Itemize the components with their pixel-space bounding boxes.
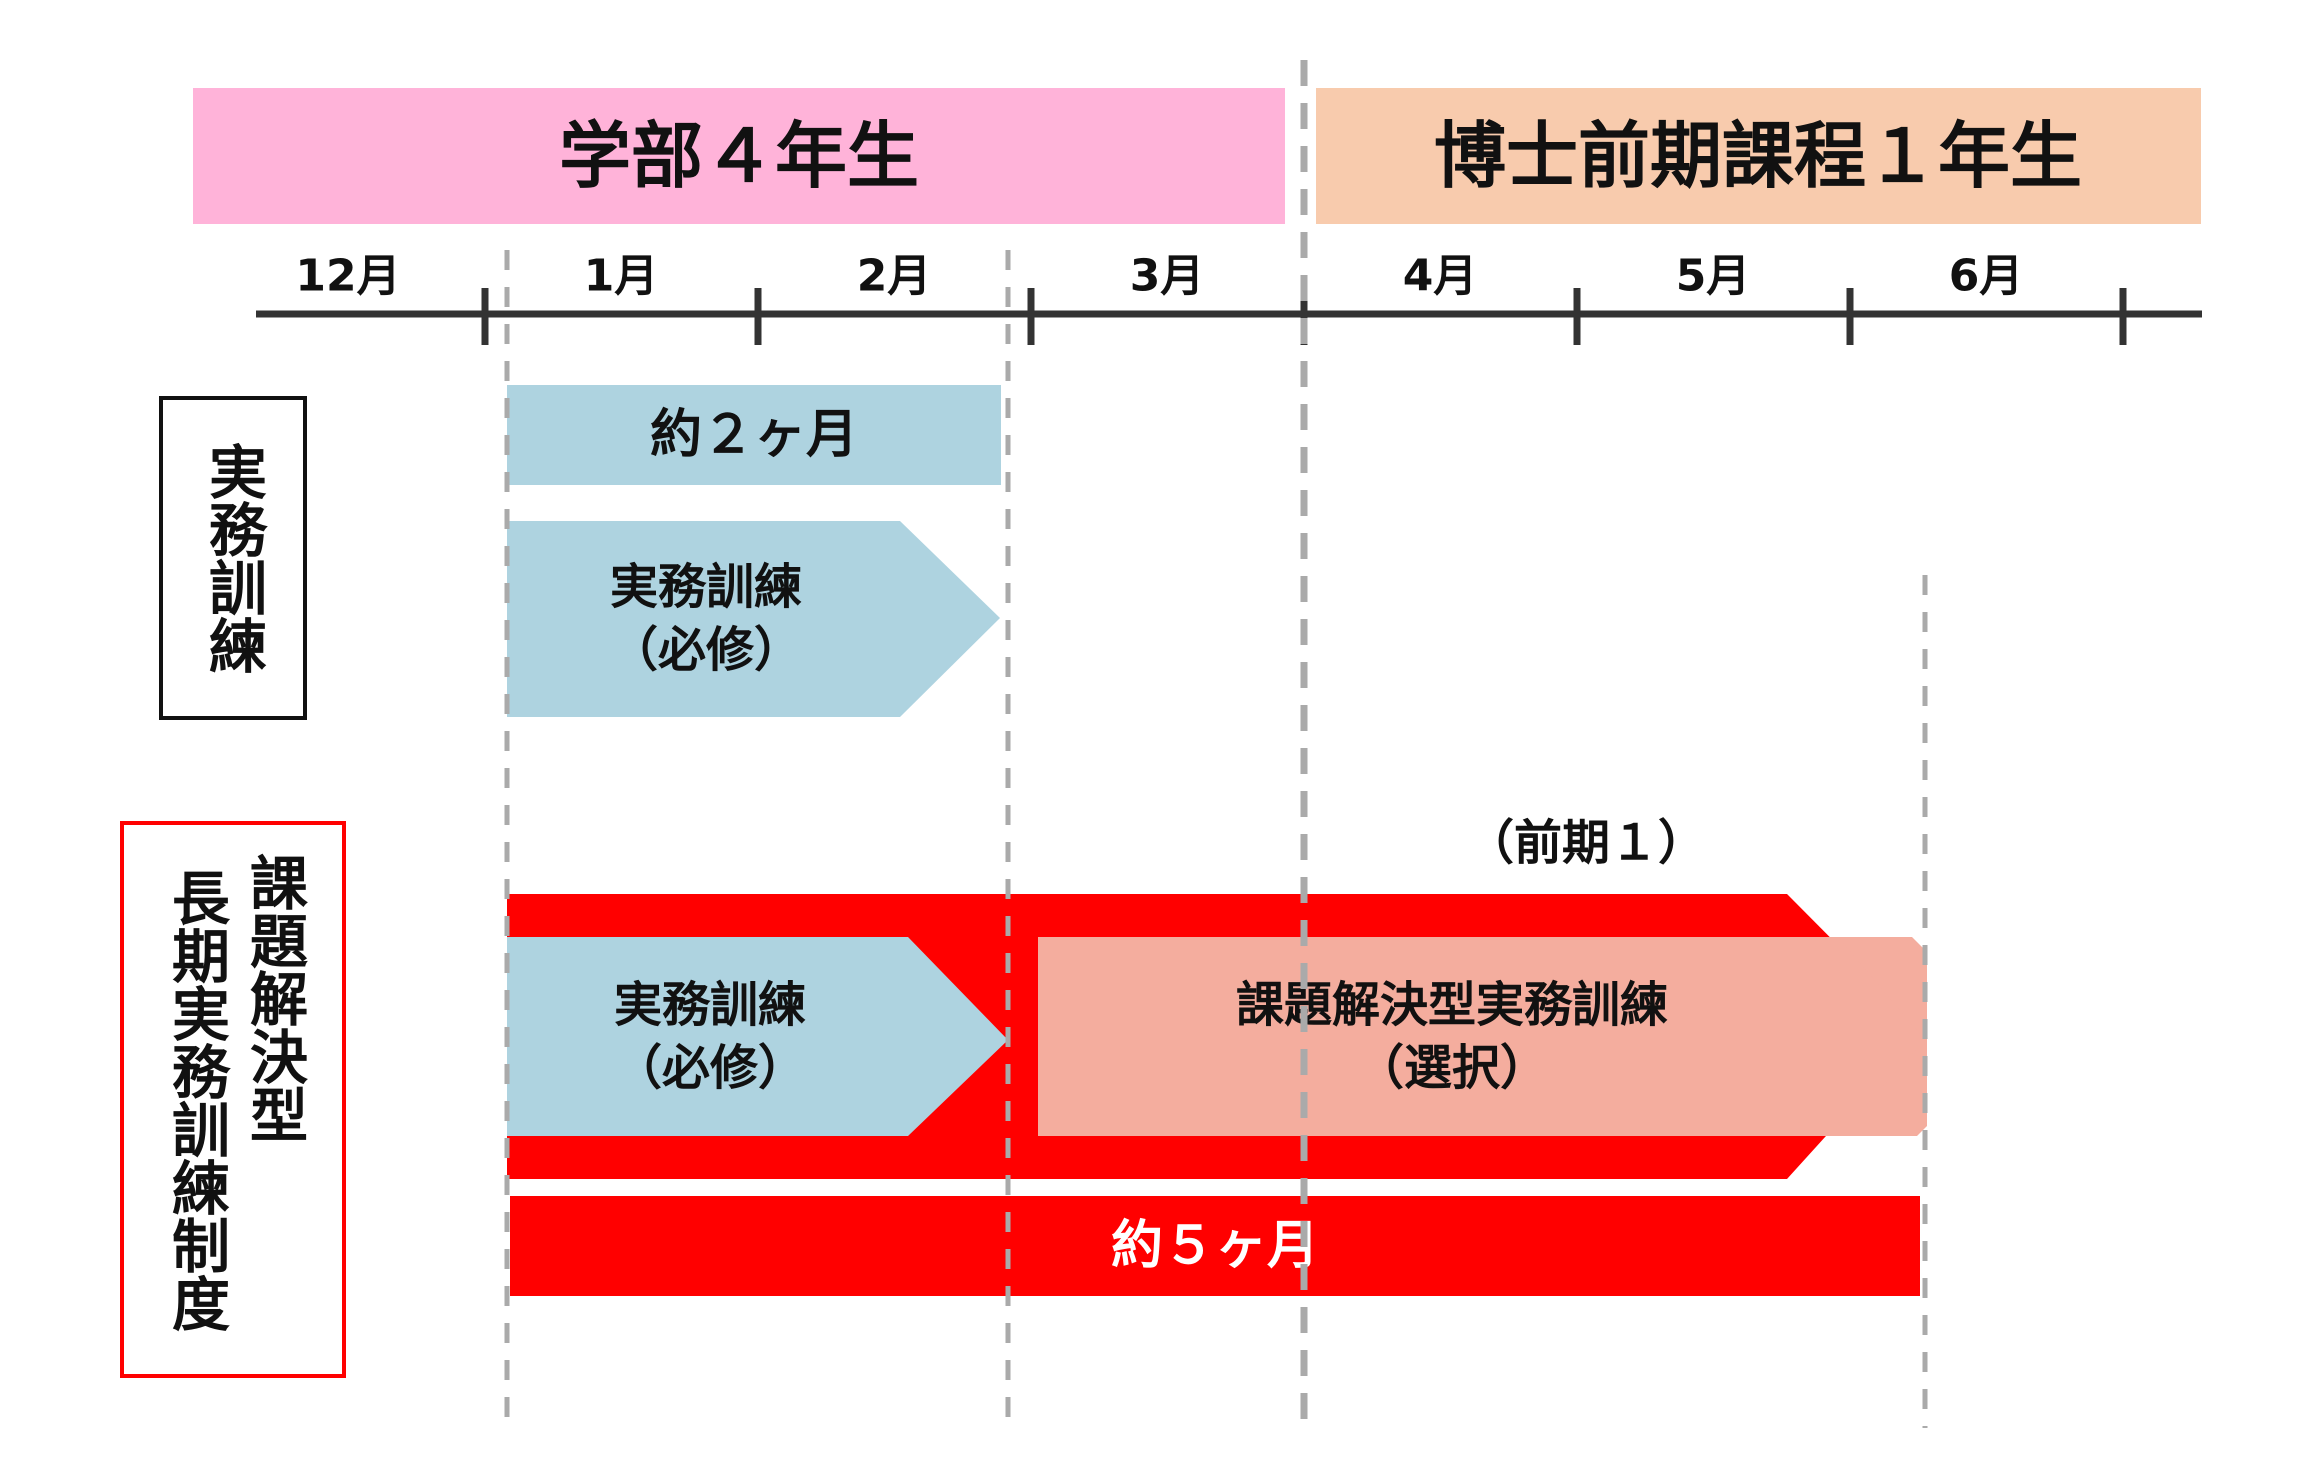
duration-label: 約５ヶ月 (1111, 1216, 1319, 1276)
training-arrow (507, 937, 1008, 1136)
problem-solving-arrow-tip (1838, 937, 1925, 1136)
month-label: 12月 (295, 251, 400, 302)
timeline-axis (256, 288, 2202, 345)
undergrad-header-bar (193, 88, 1285, 224)
master-header-bar (1316, 88, 2201, 224)
duration-label: 約２ヶ月 (650, 405, 858, 465)
term-note: （前期１） (1466, 815, 1706, 871)
month-label: 2月 (857, 251, 932, 302)
row-label: 実務訓練 (199, 442, 267, 674)
row-label-box (159, 396, 307, 720)
month-label: 6月 (1949, 251, 2024, 302)
month-label: 3月 (1130, 251, 1205, 302)
problem-solving-arrow-label: 課題解決型実務訓練 (1236, 977, 1668, 1033)
duration-bar (507, 385, 1001, 485)
training-arrow (507, 521, 1000, 717)
training-arrow-label: 実務訓練 (614, 977, 806, 1033)
row-label-box (120, 821, 346, 1378)
month-label: 5月 (1676, 251, 1751, 302)
duration-bar (510, 1196, 1920, 1296)
row-label: 長期実務訓練制度 (162, 868, 230, 1332)
month-label: 4月 (1403, 251, 1478, 302)
undergrad-header-label: 学部４年生 (559, 114, 919, 198)
row-label: 課題解決型 (240, 853, 308, 1143)
training-arrow-label: 実務訓練 (610, 559, 802, 615)
training-arrow-sublabel: （必修） (614, 1040, 806, 1096)
training-arrow-sublabel: （必修） (610, 622, 802, 678)
master-header-label: 博士前期課程１年生 (1434, 114, 2082, 198)
problem-solving-arrow (1038, 937, 1927, 1136)
month-label: 1月 (584, 251, 659, 302)
problem-solving-arrow-sublabel: （選択） (1356, 1040, 1548, 1096)
guide-lines (504, 60, 1928, 1428)
